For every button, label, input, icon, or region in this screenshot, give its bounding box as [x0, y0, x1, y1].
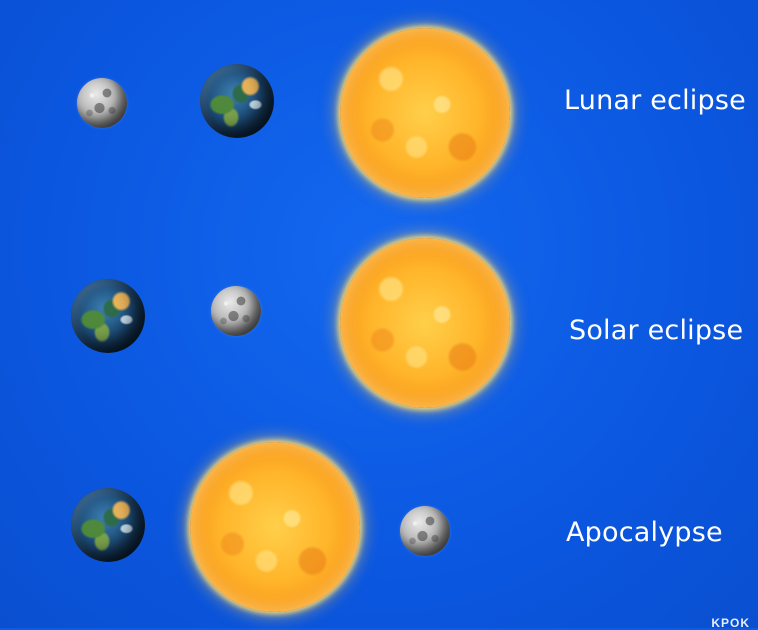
solar-eclipse-row: Solar eclipse: [0, 208, 758, 408]
sun-icon: [340, 238, 510, 408]
earth-icon: [71, 279, 145, 353]
apocalypse-row: Apocalypse: [0, 420, 758, 620]
moon-icon: [211, 286, 261, 336]
apocalypse-label: Apocalypse: [566, 517, 723, 548]
earth-icon: [200, 64, 274, 138]
lunar-eclipse-row: Lunar eclipse: [0, 0, 758, 200]
sun-icon: [340, 28, 510, 198]
sun-icon: [190, 442, 360, 612]
watermark-logo: KPOK: [711, 616, 750, 630]
moon-icon: [400, 506, 450, 556]
lunar-eclipse-label: Lunar eclipse: [564, 85, 746, 116]
moon-icon: [77, 78, 127, 128]
earth-icon: [71, 488, 145, 562]
solar-eclipse-label: Solar eclipse: [569, 315, 744, 346]
